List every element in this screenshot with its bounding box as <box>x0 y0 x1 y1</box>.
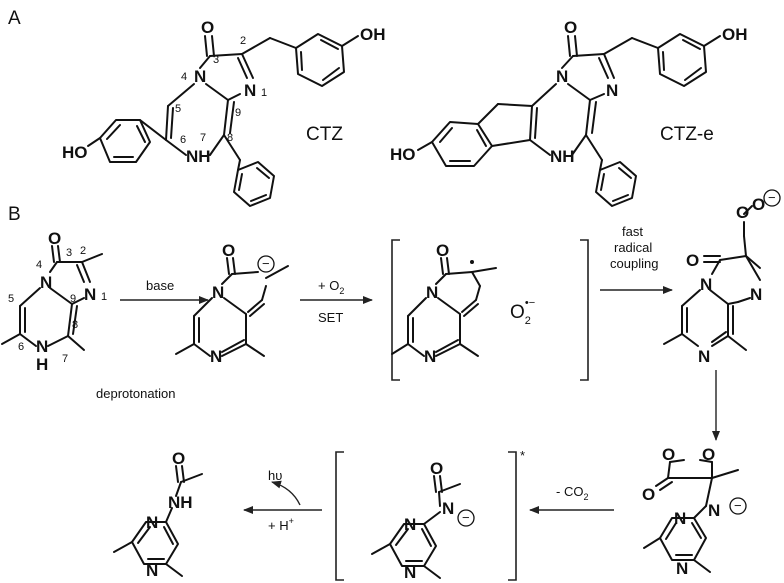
bracket-right-radical <box>580 239 589 381</box>
peroxide-n4: N <box>700 275 712 294</box>
dioxetanone-charge: − <box>734 498 742 513</box>
anion-n4: N <box>212 283 224 302</box>
label-co2: - CO2 <box>556 484 588 502</box>
anion-charge-circle <box>257 255 275 273</box>
bracket-left-radical <box>391 239 400 381</box>
label-set: SET <box>318 310 343 325</box>
core-num-6: 6 <box>18 341 24 353</box>
excited-n-amide: N <box>442 499 454 518</box>
dioxetanone-o2: O <box>702 445 715 464</box>
product-nh: NH <box>168 493 193 512</box>
label-radical: radical <box>614 240 652 255</box>
excited-state-mark: * <box>520 448 525 463</box>
core-h7: H <box>36 355 48 374</box>
core-n1: N <box>84 285 96 304</box>
ctz-label: CTZ <box>306 124 343 145</box>
excited-amide-anion: O N − N N <box>371 459 475 582</box>
product-pyrazine-n2: N <box>146 561 158 580</box>
peroxide-adduct: O O O − N N N <box>663 189 781 366</box>
dioxetanone-o-carbonyl: O <box>642 485 655 504</box>
ctze-ho: HO <box>390 145 416 164</box>
anion-intermediate: O N N − <box>175 241 289 366</box>
ctze-structure: O N N NH OH HO <box>390 18 748 207</box>
core-num-4: 4 <box>36 259 42 271</box>
ctz-num-9: 9 <box>235 107 241 119</box>
label-fast: fast <box>622 224 643 239</box>
core-num-8: 8 <box>72 319 78 331</box>
dioxetanone-pyrazine-n2: N <box>676 559 688 578</box>
ctz-num-6: 6 <box>180 134 186 146</box>
radical-o: O <box>436 241 449 260</box>
core-num-1: 1 <box>101 291 107 303</box>
bracket-left-excited <box>335 451 344 581</box>
ctz-ho: HO <box>62 143 88 162</box>
radical-n4: N <box>426 283 438 302</box>
ctz-num-3: 3 <box>213 54 219 66</box>
core-num-7: 7 <box>62 353 68 365</box>
core-n4: N <box>40 273 52 292</box>
ctze-oh: OH <box>722 25 748 44</box>
excited-pyrazine-n1: N <box>404 515 416 534</box>
label-o2: + O2 <box>318 278 344 296</box>
ctze-o-carbonyl: O <box>564 18 577 37</box>
dioxetanone-pyrazine-n1: N <box>674 509 686 528</box>
peroxide-n7: N <box>698 347 710 366</box>
label-deprotonation: deprotonation <box>96 386 176 401</box>
excited-charge: − <box>462 510 470 525</box>
peroxide-n1: N <box>750 285 762 304</box>
ctze-n1: N <box>606 81 618 100</box>
ctz-n4: N <box>194 67 206 86</box>
radical-n7: N <box>424 347 436 366</box>
product-pyrazine-n1: N <box>146 513 158 532</box>
anion-charge: − <box>262 256 270 271</box>
ctz-num-8: 8 <box>227 132 233 144</box>
dioxetanone: O O O N − N N <box>642 445 747 578</box>
peroxide-charge: − <box>768 190 776 205</box>
peroxide-o1: O <box>736 203 749 222</box>
radical-intermediate: O N N <box>391 241 497 366</box>
panel-label-b: B <box>8 204 21 225</box>
ctz-oh: OH <box>360 25 386 44</box>
label-hv: hυ <box>268 468 282 483</box>
ctz-num-4: 4 <box>181 71 187 83</box>
ctze-n4: N <box>556 67 568 86</box>
anion-o: O <box>222 241 235 260</box>
ctz-o-carbonyl: O <box>201 18 214 37</box>
core-num-3: 3 <box>66 247 72 259</box>
peroxide-o2: O <box>752 195 765 214</box>
superoxide: O2•− <box>510 297 535 327</box>
bracket-right-excited <box>508 451 517 581</box>
excited-pyrazine-n2: N <box>404 563 416 582</box>
amide-product: O NH N N <box>113 449 203 580</box>
ctz-nh: NH <box>186 147 211 166</box>
ctz-n1: N <box>244 81 256 100</box>
ctz-num-5: 5 <box>175 103 181 115</box>
core-num-2: 2 <box>80 245 86 257</box>
ctz-structure: O N N NH OH HO 1 2 3 4 5 6 7 8 9 <box>62 18 386 207</box>
anion-n7: N <box>210 347 222 366</box>
dioxetanone-n: N <box>708 501 720 520</box>
ctz-num-1: 1 <box>261 87 267 99</box>
panel-label-a: A <box>8 8 21 29</box>
core-num-9: 9 <box>70 293 76 305</box>
excited-o: O <box>430 459 443 478</box>
core-n7: N <box>36 337 48 356</box>
peroxide-o-carbonyl: O <box>686 251 699 270</box>
label-h-plus: + H+ <box>268 516 294 533</box>
dioxetanone-o1: O <box>662 445 675 464</box>
ctz-num-7: 7 <box>200 132 206 144</box>
ctz-num-2: 2 <box>240 35 246 47</box>
ctze-label: CTZ-e <box>660 124 714 145</box>
product-o: O <box>172 449 185 468</box>
ctze-nh: NH <box>550 147 575 166</box>
core-num-5: 5 <box>8 293 14 305</box>
arrow-hv-curve <box>271 480 301 506</box>
label-coupling: coupling <box>610 256 658 271</box>
core-o: O <box>48 229 61 248</box>
label-base: base <box>146 278 174 293</box>
core-numbered: O N N N H 1 2 3 4 5 6 7 8 9 <box>1 229 107 374</box>
